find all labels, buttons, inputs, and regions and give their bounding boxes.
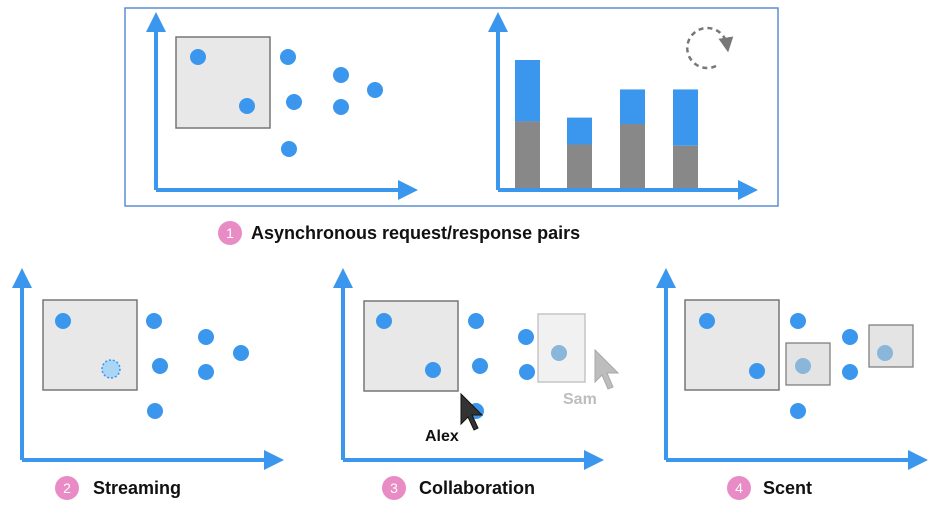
bar-segment-gray [515, 121, 540, 188]
step-number: 2 [63, 480, 71, 496]
bar-segment-blue [567, 117, 592, 145]
brush-selection-remote [537, 313, 586, 383]
cursor-name: Alex [425, 428, 459, 445]
data-point [842, 364, 858, 380]
brush-selection[interactable] [684, 299, 780, 391]
brush-selection-local[interactable] [363, 300, 459, 392]
data-point [333, 67, 349, 83]
caption-label: Streaming [93, 478, 181, 498]
step-number: 1 [226, 225, 234, 241]
brush-selection[interactable] [175, 36, 271, 129]
step-badge [218, 221, 242, 245]
data-point [842, 329, 858, 345]
caption-label: Asynchronous request/response pairs [251, 223, 580, 243]
bar-segment-gray [673, 145, 698, 188]
streaming-point [101, 359, 121, 379]
data-point [518, 329, 534, 345]
cursor-name: Sam [563, 391, 597, 408]
cursor-icon [594, 348, 620, 390]
step-number: 4 [735, 480, 743, 496]
data-point [367, 82, 383, 98]
data-point [790, 403, 806, 419]
caption-label: Collaboration [419, 478, 535, 498]
data-point [152, 358, 168, 374]
bar-segment-gray [620, 124, 645, 188]
cursor-alex: Alex [425, 392, 484, 445]
data-point [146, 313, 162, 329]
panel-scent: 4 Scent [656, 268, 928, 500]
bar-segment-blue [620, 89, 645, 124]
data-point [286, 94, 302, 110]
data-point [699, 313, 715, 329]
data-point [198, 364, 214, 380]
data-point [280, 49, 296, 65]
data-point [877, 345, 893, 361]
panel-frame [124, 7, 779, 207]
data-point [519, 364, 535, 380]
data-point [472, 358, 488, 374]
step-badge [382, 476, 406, 500]
brush-selection[interactable] [42, 299, 138, 391]
bar-segment-blue [515, 60, 540, 122]
data-point [795, 358, 811, 374]
data-point [55, 313, 71, 329]
data-point [198, 329, 214, 345]
panel-async: 1 Asynchronous request/response pairs [124, 7, 779, 245]
data-point [239, 98, 255, 114]
scatter-plot [146, 12, 418, 200]
caption-label: Scent [763, 478, 812, 498]
step-number: 3 [390, 480, 398, 496]
data-point [333, 99, 349, 115]
cursor-icon [460, 392, 484, 431]
bars [515, 60, 698, 188]
caption: 1 Asynchronous request/response pairs [218, 221, 580, 245]
data-point [790, 313, 806, 329]
data-point [233, 345, 249, 361]
cursor-sam: Sam [563, 348, 620, 408]
data-point [376, 313, 392, 329]
caption: 3 Collaboration [382, 476, 535, 500]
data-point [147, 403, 163, 419]
panel-collaboration: Alex Sam 3 Collaboration [333, 268, 620, 500]
caption: 4 Scent [727, 476, 812, 500]
step-badge [727, 476, 751, 500]
data-point [190, 49, 206, 65]
step-badge [55, 476, 79, 500]
data-point [425, 362, 441, 378]
data-point [749, 363, 765, 379]
data-point [468, 313, 484, 329]
scent-preview [868, 324, 914, 368]
data-point [551, 345, 567, 361]
rotate-arrow-icon [685, 26, 734, 70]
panel-streaming: 2 Streaming [11, 268, 284, 500]
bar-segment-gray [567, 144, 592, 188]
caption: 2 Streaming [55, 476, 181, 500]
bar-segment-blue [673, 89, 698, 146]
bar-chart [488, 12, 758, 200]
data-point [281, 141, 297, 157]
